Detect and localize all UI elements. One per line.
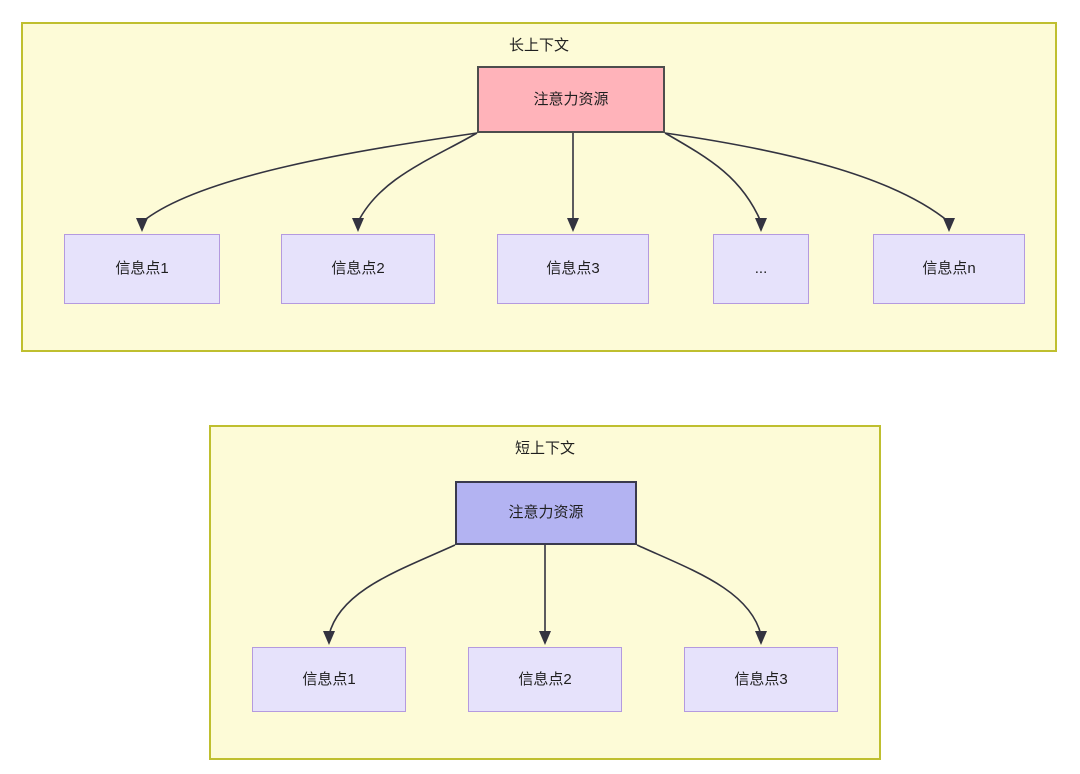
node-info-point-long-ellipsis[interactable]: ...	[713, 234, 809, 304]
node-info-point-long-3[interactable]: 信息点3	[497, 234, 649, 304]
node-info-point-long-n[interactable]: 信息点n	[873, 234, 1025, 304]
node-label: 信息点3	[734, 670, 788, 688]
node-label: 注意力资源	[533, 90, 609, 108]
node-info-point-long-2[interactable]: 信息点2	[281, 234, 435, 304]
node-label: 信息点1	[302, 670, 356, 688]
node-info-point-short-1[interactable]: 信息点1	[252, 647, 406, 712]
node-label: 信息点3	[546, 260, 600, 277]
node-info-point-short-3[interactable]: 信息点3	[684, 647, 838, 712]
node-attention-resource-short[interactable]: 注意力资源	[455, 481, 637, 545]
node-label: 信息点n	[922, 260, 976, 277]
group-long-context-title: 长上下文	[508, 37, 569, 54]
node-attention-resource-long[interactable]: 注意力资源	[477, 66, 665, 133]
node-label: 信息点2	[518, 670, 572, 688]
node-label: 信息点1	[115, 260, 169, 277]
node-label: 注意力资源	[508, 504, 584, 521]
node-info-point-short-2[interactable]: 信息点2	[468, 647, 622, 712]
node-label: ...	[754, 260, 768, 277]
node-label: 信息点2	[331, 260, 385, 277]
group-short-context-title: 短上下文	[514, 440, 575, 457]
node-info-point-long-1[interactable]: 信息点1	[64, 234, 220, 304]
